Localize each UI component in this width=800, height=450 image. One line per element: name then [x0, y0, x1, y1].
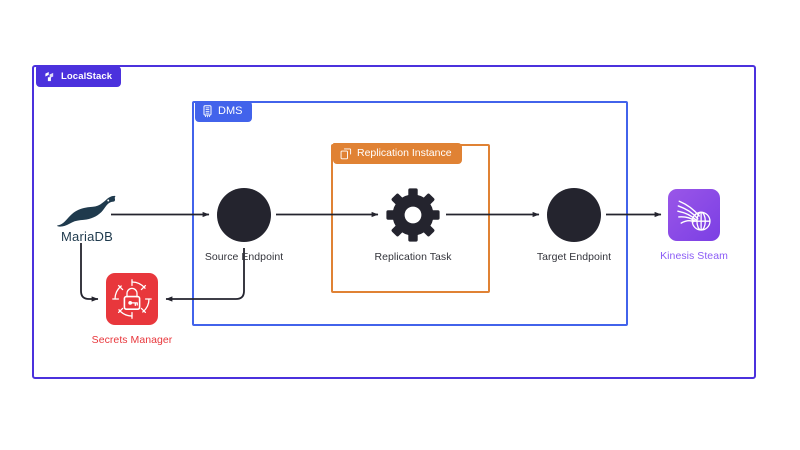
mariadb-seal-icon — [56, 193, 118, 227]
copy-stack-icon — [340, 147, 352, 160]
badge-replication-instance: Replication Instance — [333, 143, 462, 164]
node-target-endpoint-label: Target Endpoint — [536, 251, 612, 263]
node-mariadb-label: MariaDB — [61, 229, 113, 244]
badge-dms: DMS — [195, 101, 253, 122]
gear-icon — [386, 188, 440, 242]
container-localstack — [32, 65, 756, 379]
filled-circle-icon — [217, 188, 271, 242]
node-secrets-manager-label: Secrets Manager — [91, 334, 173, 346]
node-kinesis-stream[interactable]: Kinesis Steam — [660, 189, 728, 262]
lock-target-icon — [106, 273, 158, 325]
badge-replication-instance-label: Replication Instance — [357, 147, 452, 160]
badge-dms-label: DMS — [218, 105, 243, 117]
filled-circle-icon — [547, 188, 601, 242]
node-source-endpoint-label: Source Endpoint — [204, 251, 284, 263]
badge-localstack-label: LocalStack — [61, 70, 113, 82]
kinesis-stream-icon — [668, 189, 720, 241]
node-source-endpoint[interactable]: Source Endpoint — [205, 188, 283, 263]
node-replication-task-label: Replication Task — [374, 251, 452, 263]
container-dms — [192, 101, 628, 326]
node-kinesis-stream-label: Kinesis Steam — [660, 250, 728, 262]
node-replication-task[interactable]: Replication Task — [374, 188, 451, 263]
badge-localstack: LocalStack — [36, 66, 122, 87]
node-secrets-manager[interactable]: Secrets Manager — [92, 273, 172, 346]
node-mariadb[interactable]: MariaDB — [48, 193, 126, 244]
node-target-endpoint[interactable]: Target Endpoint — [537, 188, 611, 263]
database-icon — [202, 105, 213, 118]
localstack-logo-icon — [43, 70, 56, 83]
